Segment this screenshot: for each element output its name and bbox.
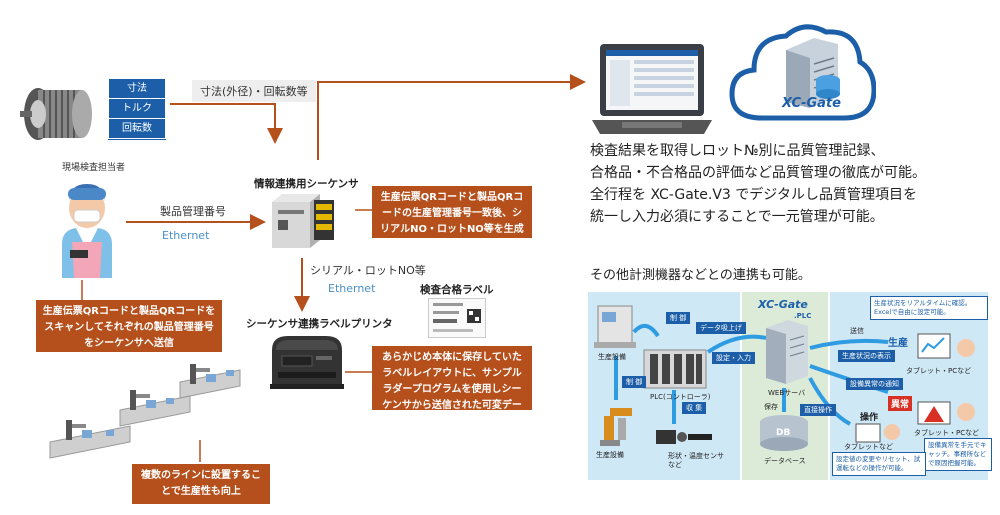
tag-setting-input: 設定・入力 <box>712 352 755 364</box>
op-badge: 操作 <box>860 413 879 423</box>
diagram-logo-sub: .PLC <box>794 312 812 320</box>
ethernet-label-2: Ethernet <box>328 282 376 295</box>
plc-label: PLC(コントローラ) <box>650 393 711 401</box>
ethernet-label-1: Ethernet <box>162 229 210 242</box>
plc-diagram: XC-Gate .PLC 生産設備 生産設備 PLC(コントローラ) 形状・温度… <box>588 292 992 480</box>
tag-status-display: 生産状況の表示 <box>838 350 895 362</box>
inspector-figure <box>52 174 122 278</box>
tablet-2-label: タブレット・PCなど <box>914 429 980 437</box>
inspector-label: 現場検査担当者 <box>62 163 126 173</box>
measure-rpm: 回転数 <box>108 118 166 139</box>
cloud-server-image <box>728 18 876 128</box>
prod-equipment-2: 生産設備 <box>596 451 624 459</box>
tablet-1-label: タブレット・PCなど <box>906 367 972 375</box>
tag-control-1: 制 御 <box>666 312 691 324</box>
motor-measure-panel: 寸法 トルク 回転数 <box>108 78 166 140</box>
tag-save: 保存 <box>764 403 778 411</box>
label-sample <box>428 298 486 338</box>
sequencer-image <box>268 192 338 250</box>
printer-title: シーケンサ連携ラベルプリンタ <box>246 318 393 330</box>
tag-direct-op: 直接操作 <box>800 404 836 416</box>
measure-size: 寸法 <box>108 78 166 99</box>
sequencer-note: 生産伝票QRコードと製品QRコードの生産管理番号一致後、シリアルNO・ロットNO… <box>372 186 532 238</box>
sensor-label: 形状・温度センサなど <box>668 452 724 469</box>
db-icon-label: DB <box>776 428 791 438</box>
inspector-note: 生産伝票QRコードと製品QRコードをスキャンしてそれぞれの製品管理番号をシーケン… <box>36 300 222 352</box>
tag-send: 送信 <box>850 327 864 335</box>
tag-control-2: 制 御 <box>622 376 647 388</box>
note-abnormal: 設備異常を手元でキャッチ。事務所などで原因把握可能。 <box>924 438 992 471</box>
database-label: データベース <box>764 457 806 465</box>
diagram-logo: XC-Gate <box>758 298 808 311</box>
pc-monitor-image <box>592 42 714 138</box>
prod-badge: 生産 <box>888 338 908 349</box>
main-line-4: 統一し入力必須にすることで一元管理が可能。 <box>590 209 884 225</box>
sub-description: その他計測機器などとの連携も可能。 <box>590 268 811 283</box>
printer-image <box>262 330 348 392</box>
note-realtime: 生産状況をリアルタイムに確認。Excelで自由に設定可能。 <box>870 296 988 320</box>
note-change: 設定値の変更やリセット、試運転などの操作が可能。 <box>832 452 926 476</box>
dimension-label: 寸法(外径)・回転数等 <box>192 80 316 102</box>
tag-collect: 収 集 <box>682 402 707 414</box>
abn-badge: 異常 <box>888 396 913 411</box>
main-line-2: 合格品・不合格品の評価など品質管理の徹底が可能。 <box>590 165 926 181</box>
product-no-label: 製品管理番号 <box>160 205 226 218</box>
serial-label: シリアル・ロットNO等 <box>310 264 426 277</box>
measure-torque: トルク <box>108 98 166 119</box>
tag-data-up: データ吸上げ <box>696 322 746 334</box>
cloud-logo: XC-Gate <box>782 96 841 111</box>
lines-note: 複数のラインに設置することで生産性も向上 <box>132 464 270 504</box>
main-line-1: 検査結果を取得しロット№別に品質管理記録、 <box>590 143 885 159</box>
sequencer-title: 情報連携用シーケンサ <box>254 178 359 190</box>
web-server-label: WEBサーバ <box>768 389 806 397</box>
diagram-graphics <box>594 305 975 451</box>
tag-abnormal-notice: 設備異常の通知 <box>846 378 903 390</box>
main-description: 検査結果を取得しロット№別に品質管理記録、 合格品・不合格品の評価など品質管理の… <box>590 140 990 228</box>
tablet-3-label: タブレットなど <box>844 443 893 451</box>
main-line-3: 全行程を XC-Gate.V3 でデジタルし品質管理項目を <box>590 187 917 203</box>
motor-image <box>18 86 96 142</box>
label-title: 検査合格ラベル <box>420 284 494 296</box>
printer-note: あらかじめ本体に保存していたラベルレイアウトに、サンプルラダープログラムを使用し… <box>372 346 532 427</box>
prod-equipment-1: 生産設備 <box>598 353 626 361</box>
production-lines-image <box>30 360 250 470</box>
